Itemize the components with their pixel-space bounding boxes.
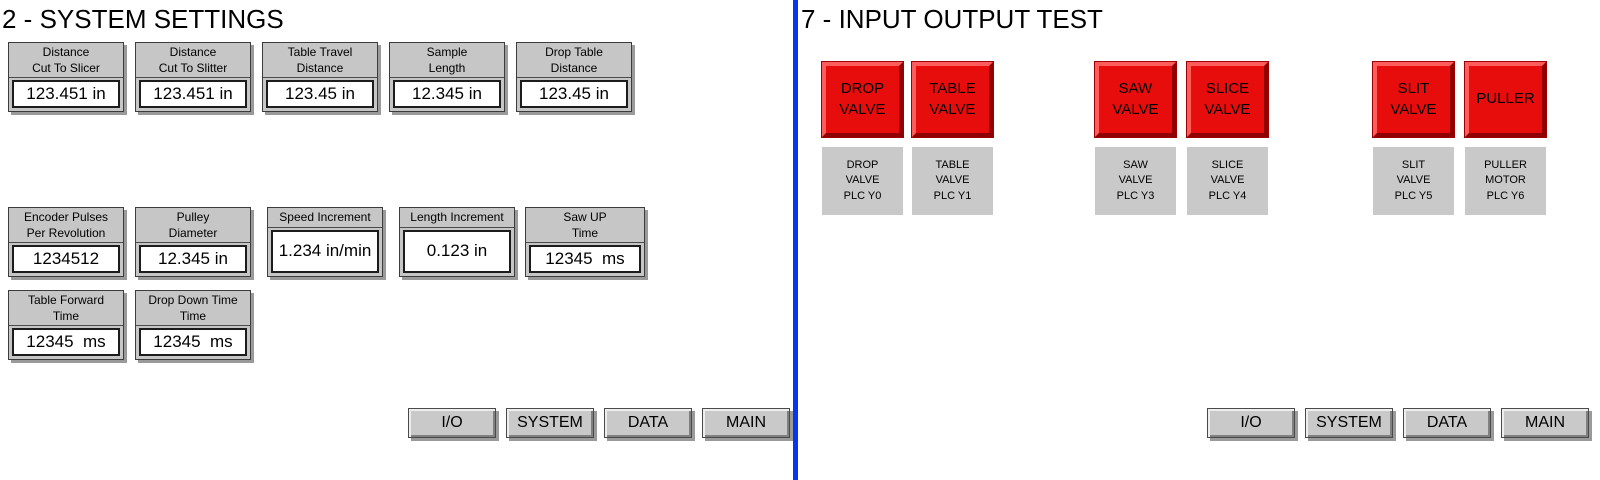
nav-io-button[interactable]: I/O — [408, 408, 496, 438]
field-label: Encoder Pulses Per Revolution — [9, 208, 123, 244]
field-label: Table Travel Distance — [263, 43, 377, 79]
table-forward-time-value[interactable]: 12345 ms — [12, 328, 120, 356]
nav-main-button[interactable]: MAIN — [702, 408, 790, 438]
field-label: Pulley Diameter — [136, 208, 250, 244]
field-encoder-pulses: Encoder Pulses Per Revolution 1234512 — [8, 207, 124, 277]
pulley-diameter-value[interactable]: 12.345 in — [139, 245, 247, 273]
field-table-travel-distance: Table Travel Distance 123.45 in — [262, 42, 378, 112]
field-distance-cut-to-slitter: Distance Cut To Slitter 123.451 in — [135, 42, 251, 112]
table-valve-plc-label: TABLE VALVE PLC Y1 — [912, 147, 993, 215]
slice-valve-plc-label: SLICE VALVE PLC Y4 — [1187, 147, 1268, 215]
drop-valve-button[interactable]: DROP VALVE — [822, 62, 903, 137]
puller-button[interactable]: PULLER — [1465, 62, 1546, 137]
nav-io-button[interactable]: I/O — [1207, 408, 1295, 438]
length-increment-value[interactable]: 0.123 in — [403, 229, 511, 273]
distance-cut-to-slitter-value[interactable]: 123.451 in — [139, 80, 247, 108]
distance-cut-to-slicer-value[interactable]: 123.451 in — [12, 80, 120, 108]
field-drop-table-distance: Drop Table Distance 123.45 in — [516, 42, 632, 112]
field-label: Drop Table Distance — [517, 43, 631, 79]
field-label: Distance Cut To Slicer — [9, 43, 123, 79]
nav-main-button[interactable]: MAIN — [1501, 408, 1589, 438]
table-travel-distance-value[interactable]: 123.45 in — [266, 80, 374, 108]
nav-data-button[interactable]: DATA — [604, 408, 692, 438]
field-pulley-diameter: Pulley Diameter 12.345 in — [135, 207, 251, 277]
field-saw-up-time: Saw UP Time 12345 ms — [525, 207, 645, 277]
encoder-pulses-value[interactable]: 1234512 — [12, 245, 120, 273]
field-table-forward-time: Table Forward Time 12345 ms — [8, 290, 124, 360]
field-label: Length Increment — [400, 208, 514, 228]
nav-system-button[interactable]: SYSTEM — [1305, 408, 1393, 438]
saw-up-time-value[interactable]: 12345 ms — [529, 245, 641, 273]
nav-data-button[interactable]: DATA — [1403, 408, 1491, 438]
slit-valve-plc-label: SLIT VALVE PLC Y5 — [1373, 147, 1454, 215]
drop-down-time-value[interactable]: 12345 ms — [139, 328, 247, 356]
field-label: Table Forward Time — [9, 291, 123, 327]
drop-table-distance-value[interactable]: 123.45 in — [520, 80, 628, 108]
table-valve-button[interactable]: TABLE VALVE — [912, 62, 993, 137]
field-label: Saw UP Time — [526, 208, 644, 244]
input-output-test-title: 7 - INPUT OUTPUT TEST — [801, 4, 1103, 34]
slit-valve-button[interactable]: SLIT VALVE — [1373, 62, 1454, 137]
field-speed-increment: Speed Increment 1.234 in/min — [267, 207, 383, 277]
nav-system-button[interactable]: SYSTEM — [506, 408, 594, 438]
sample-length-value[interactable]: 12.345 in — [393, 80, 501, 108]
field-drop-down-time: Drop Down Time Time 12345 ms — [135, 290, 251, 360]
puller-motor-plc-label: PULLER MOTOR PLC Y6 — [1465, 147, 1546, 215]
field-length-increment: Length Increment 0.123 in — [399, 207, 515, 277]
slice-valve-button[interactable]: SLICE VALVE — [1187, 62, 1268, 137]
screen-divider — [793, 0, 798, 480]
speed-increment-value[interactable]: 1.234 in/min — [271, 229, 379, 273]
drop-valve-plc-label: DROP VALVE PLC Y0 — [822, 147, 903, 215]
field-label: Sample Length — [390, 43, 504, 79]
field-sample-length: Sample Length 12.345 in — [389, 42, 505, 112]
field-label: Drop Down Time Time — [136, 291, 250, 327]
saw-valve-button[interactable]: SAW VALVE — [1095, 62, 1176, 137]
system-settings-title: 2 - SYSTEM SETTINGS — [2, 4, 284, 34]
saw-valve-plc-label: SAW VALVE PLC Y3 — [1095, 147, 1176, 215]
field-label: Speed Increment — [268, 208, 382, 228]
field-distance-cut-to-slicer: Distance Cut To Slicer 123.451 in — [8, 42, 124, 112]
field-label: Distance Cut To Slitter — [136, 43, 250, 79]
